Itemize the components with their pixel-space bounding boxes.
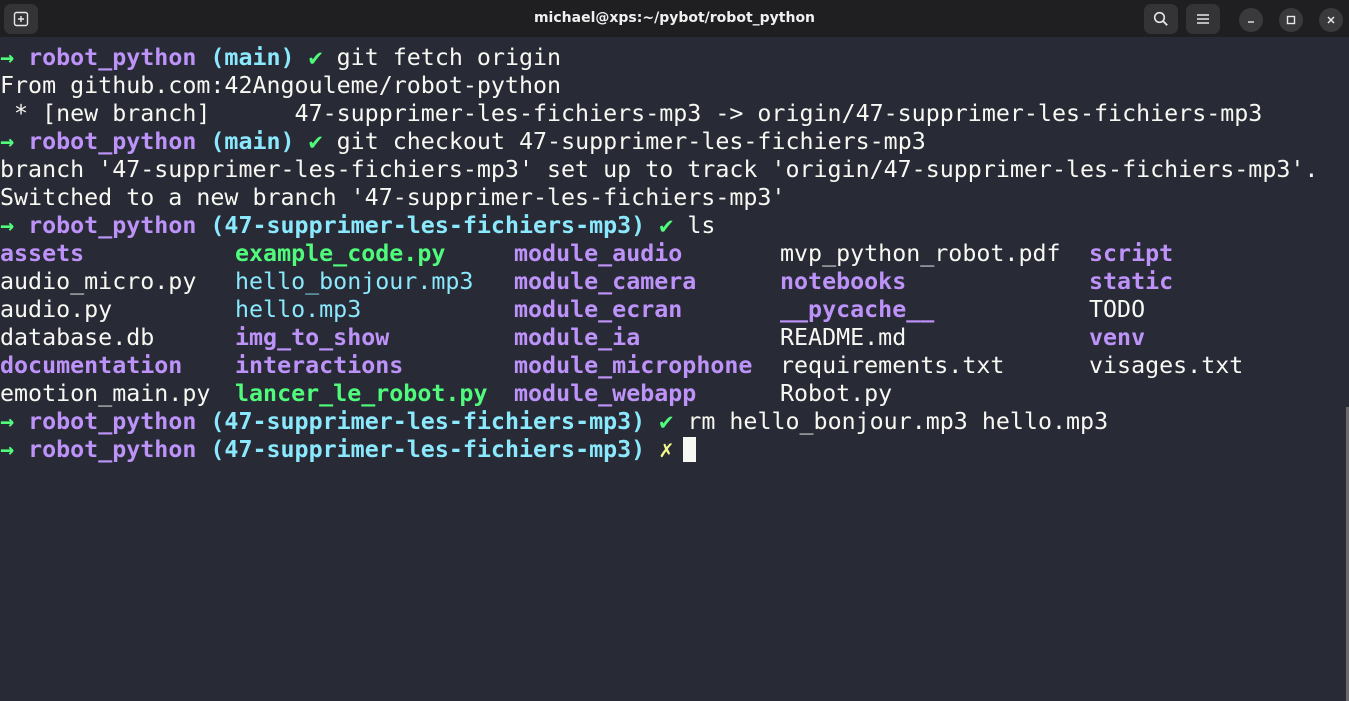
prompt-directory: robot_python <box>28 436 197 463</box>
prompt-status-ok-icon: ✔ <box>308 128 323 155</box>
ls-entry: script <box>1089 240 1174 267</box>
prompt-arrow-icon: → <box>0 436 15 463</box>
command-text: git checkout 47-supprimer-les-fichiers-m… <box>336 128 926 155</box>
ls-entry: module_audio <box>514 240 683 267</box>
ls-row: emotion_main.py lancer_le_robot.py modul… <box>0 380 1349 408</box>
ls-entry: TODO <box>1089 296 1146 323</box>
prompt-arrow-icon: → <box>0 212 15 239</box>
maximize-icon <box>1286 15 1296 25</box>
prompt-arrow-icon: → <box>0 408 15 435</box>
ls-entry: mvp_python_robot.pdf <box>780 240 1061 267</box>
ls-entry: venv <box>1089 324 1146 351</box>
window-title: michael@xps:~/pybot/robot_python <box>533 10 816 26</box>
title-bar: michael@xps:~/pybot/robot_python <box>0 0 1349 37</box>
new-tab-button[interactable] <box>4 4 38 34</box>
command-text: rm hello_bonjour.mp3 hello.mp3 <box>687 408 1109 435</box>
ls-entry: module_ia <box>514 324 641 351</box>
terminal-output[interactable]: → robot_python (main) ✔ git fetch origin… <box>0 37 1349 701</box>
prompt-directory: robot_python <box>28 212 197 239</box>
new-tab-icon <box>13 11 29 27</box>
output-line: From github.com:42Angouleme/robot-python <box>0 72 562 99</box>
ls-entry: visages.txt <box>1089 352 1244 379</box>
ls-entry: interactions <box>235 352 404 379</box>
ls-entry: module_microphone <box>514 352 753 379</box>
prompt-line: → robot_python (47-supprimer-les-fichier… <box>0 408 1108 436</box>
prompt-status-ok-icon: ✔ <box>659 212 674 239</box>
ls-entry: module_camera <box>514 268 697 295</box>
ls-entry: database.db <box>0 324 155 351</box>
prompt-line: → robot_python (47-supprimer-les-fichier… <box>0 212 715 240</box>
output-line: * [new branch] 47-supprimer-les-fichiers… <box>0 100 1263 127</box>
hamburger-menu-icon <box>1197 14 1209 24</box>
ls-entry: module_webapp <box>514 380 697 407</box>
prompt-arrow-icon: → <box>0 128 15 155</box>
ls-entry: example_code.py <box>235 240 446 267</box>
ls-entry: assets <box>0 240 85 267</box>
search-icon <box>1153 11 1168 26</box>
search-button[interactable] <box>1144 4 1178 34</box>
ls-entry: __pycache__ <box>780 296 935 323</box>
ls-row: database.db img_to_show module_ia README… <box>0 324 1349 352</box>
output-line: Switched to a new branch '47-supprimer-l… <box>0 184 786 211</box>
text-cursor <box>683 437 697 462</box>
command-text: git fetch origin <box>336 44 562 71</box>
ls-entry: README.md <box>780 324 907 351</box>
command-text: ls <box>687 212 716 239</box>
ls-row: audio_micro.py hello_bonjour.mp3 module_… <box>0 268 1349 296</box>
ls-entry: hello_bonjour.mp3 <box>235 268 474 295</box>
prompt-directory: robot_python <box>28 44 197 71</box>
prompt-directory: robot_python <box>28 408 197 435</box>
prompt-directory: robot_python <box>28 128 197 155</box>
ls-row: assets example_code.py module_audio mvp_… <box>0 240 1349 268</box>
minimize-icon <box>1248 21 1254 23</box>
ls-entry: Robot.py <box>780 380 893 407</box>
ls-entry: audio_micro.py <box>0 268 197 295</box>
prompt-line: → robot_python (main) ✔ git checkout 47-… <box>0 128 926 156</box>
prompt-status-ok-icon: ✔ <box>659 408 674 435</box>
ls-entry: requirements.txt <box>780 352 1005 379</box>
ls-entry: lancer_le_robot.py <box>235 380 488 407</box>
ls-entry: audio.py <box>0 296 113 323</box>
prompt-status-ok-icon: ✔ <box>308 44 323 71</box>
prompt-branch: (47-supprimer-les-fichiers-mp3) <box>210 212 646 239</box>
ls-entry: notebooks <box>780 268 907 295</box>
prompt-status-dirty-icon: ✗ <box>659 436 674 463</box>
current-prompt-line[interactable]: → robot_python (47-supprimer-les-fichier… <box>0 436 697 464</box>
minimize-button[interactable] <box>1239 8 1263 32</box>
prompt-branch: (47-supprimer-les-fichiers-mp3) <box>210 436 646 463</box>
ls-entry: static <box>1089 268 1174 295</box>
ls-entry: documentation <box>0 352 183 379</box>
prompt-line: → robot_python (main) ✔ git fetch origin <box>0 44 561 72</box>
menu-button[interactable] <box>1186 4 1220 34</box>
ls-entry: module_ecran <box>514 296 683 323</box>
maximize-button[interactable] <box>1279 8 1303 32</box>
prompt-branch: (main) <box>210 128 295 155</box>
ls-entry: img_to_show <box>235 324 390 351</box>
prompt-arrow-icon: → <box>0 44 15 71</box>
close-button[interactable] <box>1319 8 1343 32</box>
ls-entry: hello.mp3 <box>235 296 362 323</box>
ls-entry: emotion_main.py <box>0 380 211 407</box>
output-line: branch '47-supprimer-les-fichiers-mp3' s… <box>0 156 1319 183</box>
prompt-branch: (47-supprimer-les-fichiers-mp3) <box>210 408 646 435</box>
scrollbar[interactable] <box>1346 407 1349 701</box>
ls-row: documentation interactions module_microp… <box>0 352 1349 380</box>
close-icon <box>1327 16 1335 24</box>
prompt-branch: (main) <box>210 44 295 71</box>
ls-row: audio.py hello.mp3 module_ecran __pycach… <box>0 296 1349 324</box>
